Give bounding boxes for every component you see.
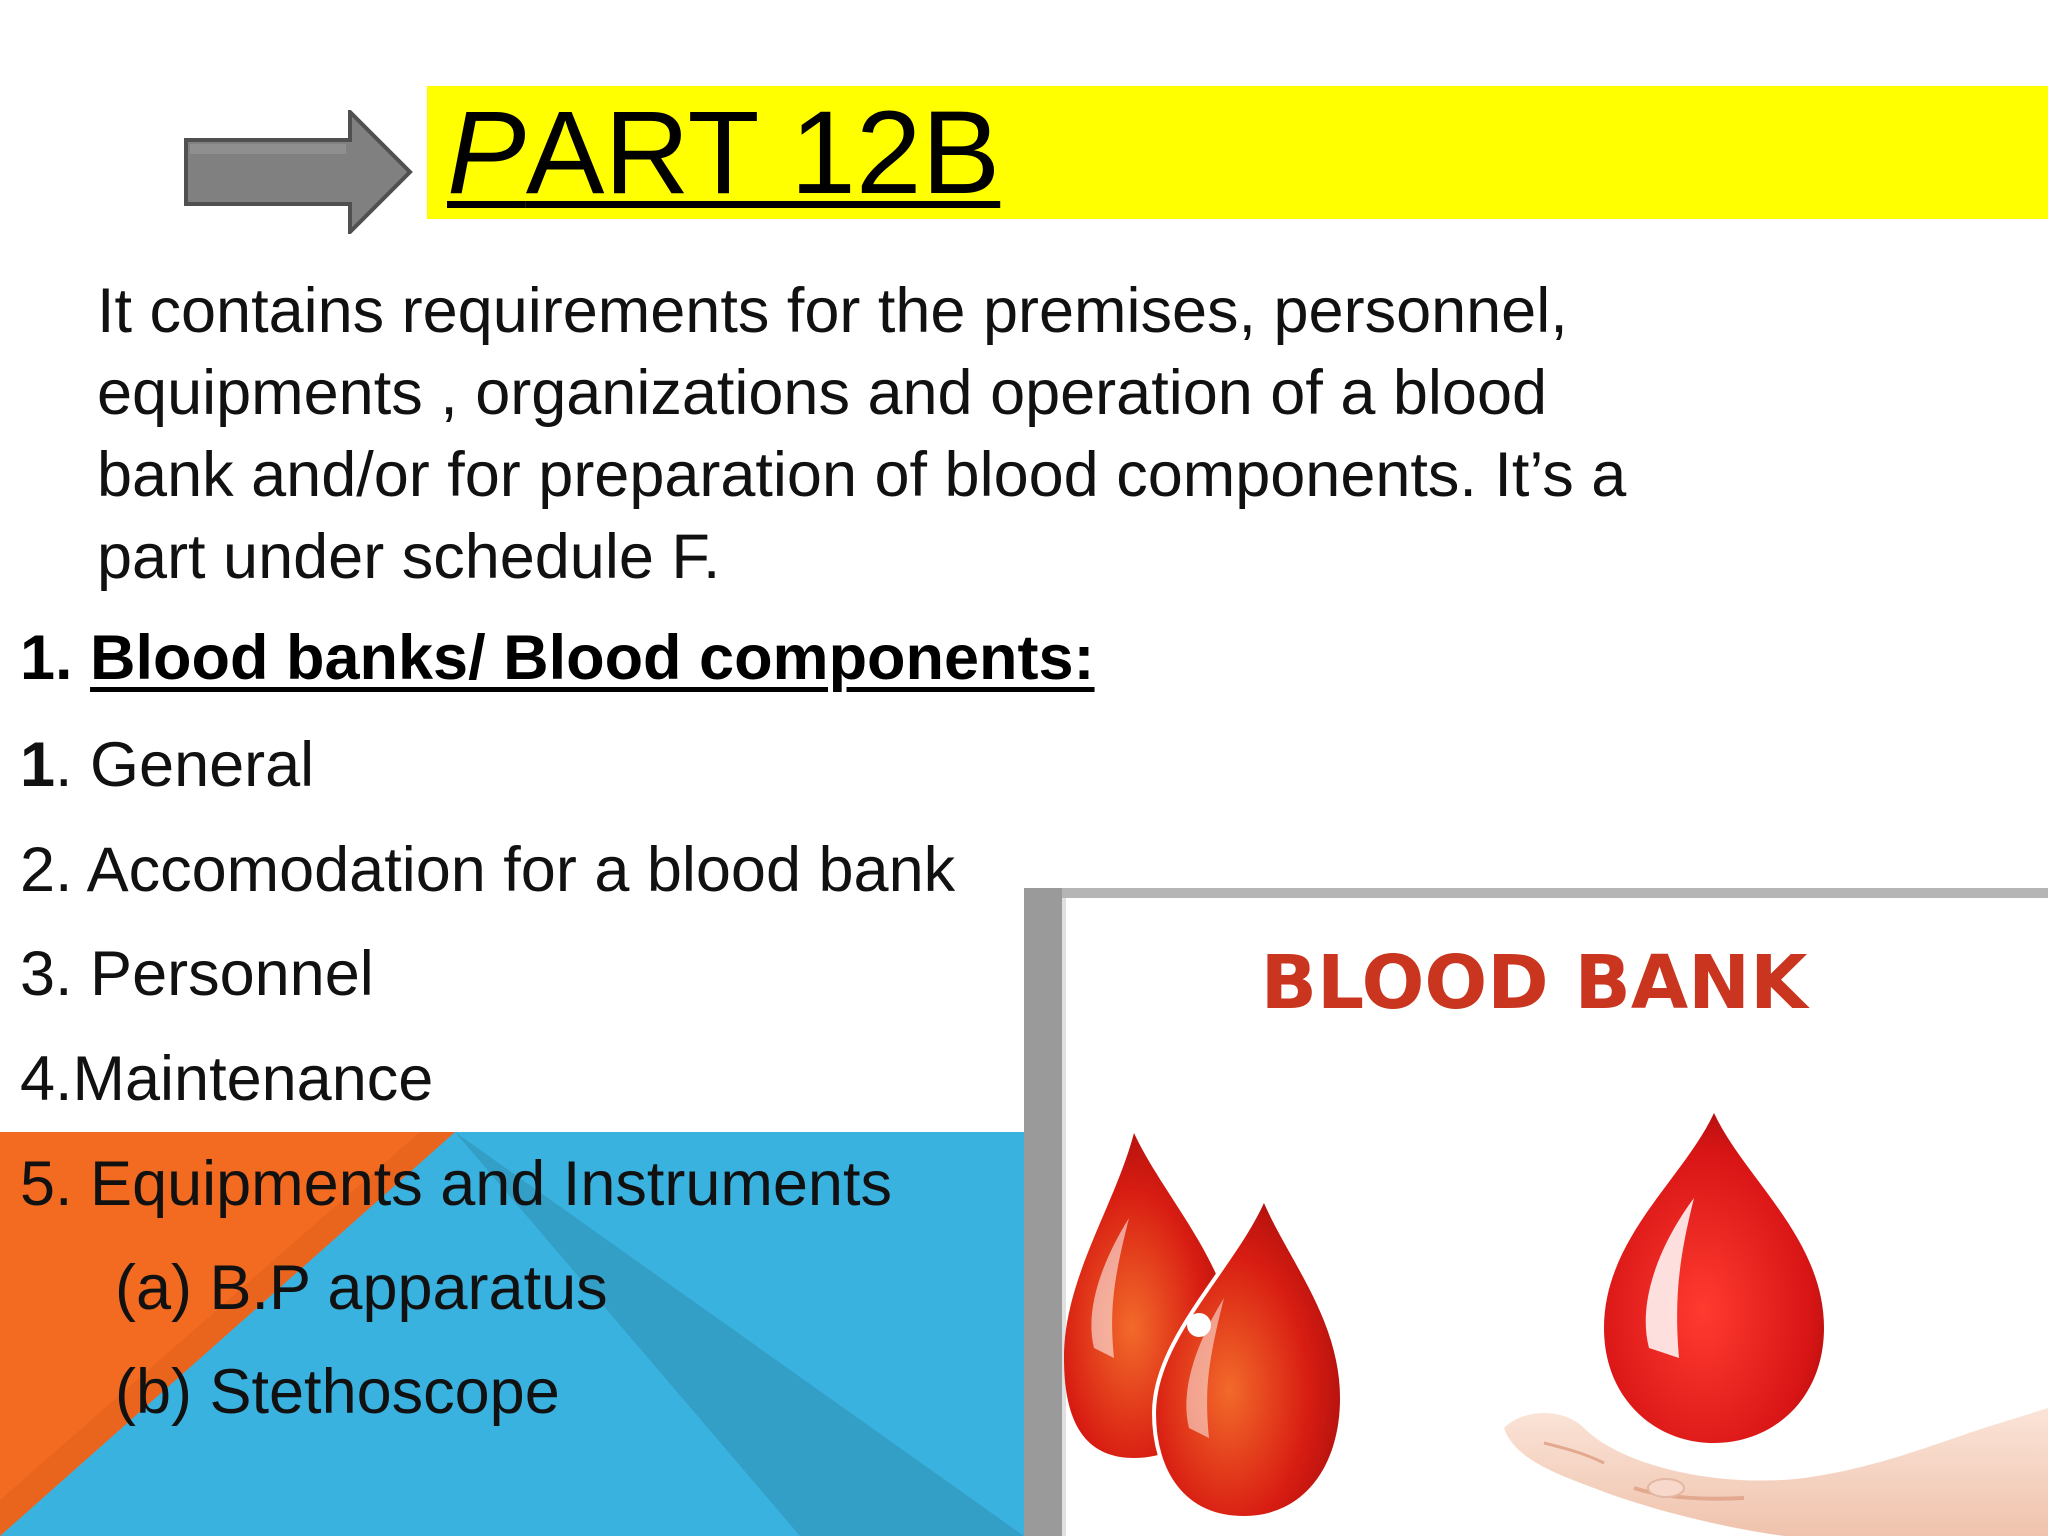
list-item: 5. Equipments and Instruments xyxy=(20,1149,892,1219)
sub-list-item: (b) Stethoscope xyxy=(115,1357,560,1427)
fingernail xyxy=(1647,1478,1685,1498)
list-item-number: 1 xyxy=(20,730,56,800)
image-caption: BLOOD BANK xyxy=(1261,940,1811,1026)
list-item: 1. General xyxy=(20,727,314,803)
section-heading: 1. Blood banks/ Blood components: xyxy=(20,620,1095,696)
frame-inner-edge xyxy=(1062,898,1066,1536)
blood-drop-icon xyxy=(1604,1113,1824,1443)
intro-line: It contains requirements for the premise… xyxy=(97,276,1568,346)
open-hand-icon xyxy=(1504,1408,2048,1536)
frame-top-border xyxy=(1062,888,2048,898)
blood-bank-illustration: BLOOD BANK xyxy=(1024,888,2048,1536)
intro-line: bank and/or for preparation of blood com… xyxy=(97,440,1627,510)
list-item: 4.Maintenance xyxy=(20,1044,434,1114)
page-title: PART 12B xyxy=(447,88,1000,218)
frame-left-border xyxy=(1024,888,1062,1536)
corner-dark-blue-shape xyxy=(455,1132,1024,1536)
corner-orange-band xyxy=(0,1132,455,1536)
title-highlight-bar xyxy=(427,86,2048,219)
heading-text: Blood banks/ Blood components: xyxy=(90,623,1095,693)
list-item: 2. Accomodation for a blood bank xyxy=(20,835,956,905)
title-rest: ART 12B xyxy=(525,87,1001,219)
title-prefix: P xyxy=(447,87,526,219)
list-item-text: . General xyxy=(55,730,315,800)
intro-paragraph: It contains requirements for the premise… xyxy=(97,270,1797,598)
blood-drop-icon xyxy=(1151,1192,1345,1521)
right-arrow-icon xyxy=(184,110,413,234)
sub-list-item: (a) B.P apparatus xyxy=(115,1253,608,1323)
heading-number: 1. xyxy=(20,623,91,693)
intro-line: equipments , organizations and operation… xyxy=(97,358,1548,428)
blood-bank-image: BLOOD BANK xyxy=(1024,888,2048,1536)
list-item: 3. Personnel xyxy=(20,939,374,1009)
drop-highlight xyxy=(1187,1313,1211,1337)
intro-line: part under schedule F. xyxy=(97,522,721,592)
